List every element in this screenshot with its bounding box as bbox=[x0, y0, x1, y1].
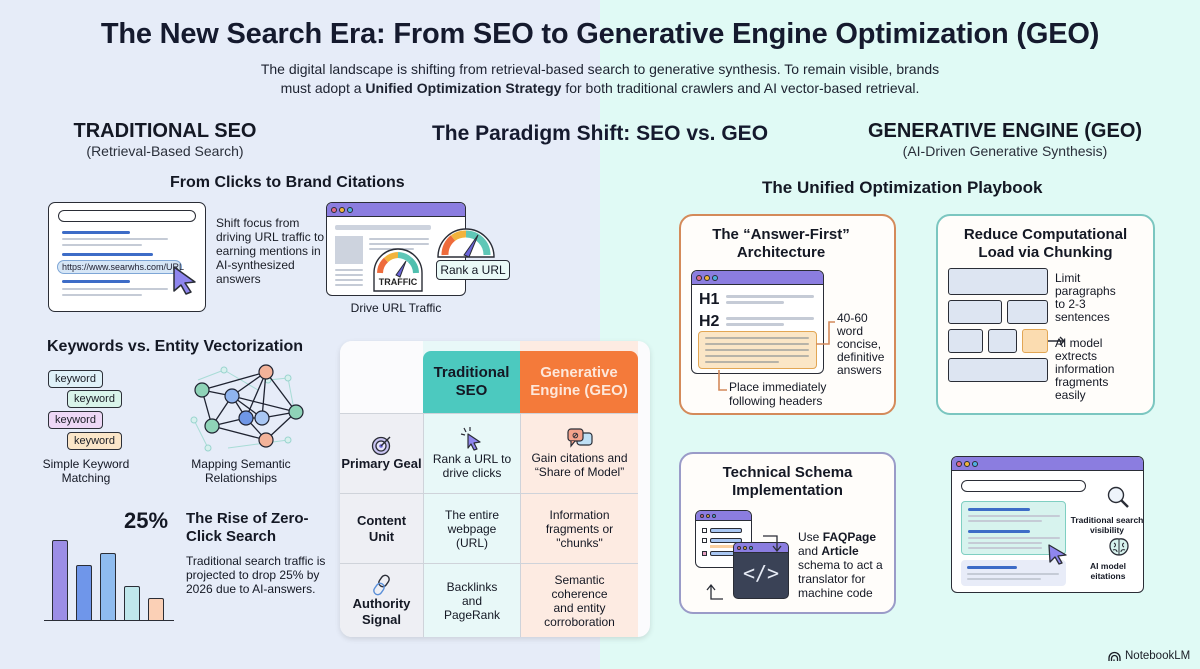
row-label-content-unit: Content Unit bbox=[356, 512, 407, 544]
clicks-caption: Drive URL Traffic bbox=[350, 301, 442, 315]
notebooklm-logo-icon bbox=[1108, 651, 1121, 661]
magnifier-icon bbox=[1107, 486, 1129, 508]
rank-url-badge: Rank a URL bbox=[436, 260, 510, 280]
right-column-header: GENERATIVE ENGINE (GEO) (AI-Driven Gener… bbox=[840, 120, 1170, 159]
svg-text:⊘: ⊘ bbox=[572, 431, 579, 440]
chunk-block bbox=[948, 268, 1048, 295]
url-pill[interactable]: https://www.searwhs.com/URL bbox=[57, 260, 184, 274]
arrow-right-icon bbox=[1048, 336, 1065, 346]
left-heading: TRADITIONAL SEO bbox=[73, 120, 257, 142]
row-label-authority-signal: Authority Signal bbox=[340, 564, 423, 637]
right-subheading: (AI-Driven Generative Synthesis) bbox=[902, 143, 1108, 159]
code-icon: </> bbox=[742, 561, 780, 585]
answer-callout-right: 40-60 word concise, definitive answers bbox=[837, 311, 885, 377]
right-heading: GENERATIVE ENGINE (GEO) bbox=[867, 120, 1143, 142]
subtitle-text-end: for both traditional crawlers and AI vec… bbox=[561, 80, 920, 96]
dual-visibility-browser-mock: Traditional search visibility AI model e… bbox=[951, 456, 1144, 593]
chunking-title: Reduce Computational Load via Chunking bbox=[963, 226, 1128, 261]
chunk-block-highlighted bbox=[1022, 329, 1048, 353]
left-column-header: TRADITIONAL SEO (Retrieval-Based Search) bbox=[20, 120, 310, 159]
keyword-chip: keyword bbox=[48, 370, 103, 388]
traffic-gauge-icon bbox=[373, 248, 423, 292]
chunk-block bbox=[948, 358, 1048, 382]
cell-geo-content-unit: Information fragments or "chunks" bbox=[545, 507, 614, 550]
answer-callout-bottom: Place immediately following headers bbox=[729, 380, 827, 408]
keyword-chip: keyword bbox=[67, 432, 122, 450]
keyword-chip: keyword bbox=[48, 411, 103, 429]
answer-first-title: The “Answer-First” Architecture bbox=[712, 226, 850, 261]
brain-icon bbox=[1109, 538, 1129, 556]
chunking-card: Reduce Computational Load via Chunking L… bbox=[936, 214, 1155, 415]
brand-name: NotebookLM bbox=[1125, 650, 1191, 662]
row-label-primary-goal: Primary Geal bbox=[340, 413, 423, 493]
click-cursor-icon bbox=[460, 427, 481, 451]
chunk-block bbox=[948, 300, 1002, 324]
traditional-visibility-label: Traditional search visibility bbox=[1070, 515, 1144, 535]
zero-click-description: Traditional search traffic is projected … bbox=[186, 554, 326, 596]
callout-lines bbox=[718, 321, 835, 391]
entity-caption: Mapping Semantic Relationships bbox=[191, 457, 291, 485]
chat-bubbles-icon: ⊘ bbox=[566, 428, 593, 448]
traffic-gauge-label: TRAFFIC bbox=[378, 277, 418, 287]
chunk-block bbox=[948, 329, 983, 353]
page-title: The New Search Era: From SEO to Generati… bbox=[100, 18, 1100, 50]
search-results-mock: https://www.searwhs.com/URL bbox=[48, 202, 206, 312]
h2-label: H2 bbox=[699, 313, 720, 330]
clicks-description: Shift focus from driving URL traffic to … bbox=[216, 216, 325, 286]
target-icon bbox=[371, 436, 390, 456]
code-window-mock: </> bbox=[733, 542, 789, 599]
h1-label: H1 bbox=[699, 291, 720, 308]
left-subheading: (Retrieval-Based Search) bbox=[86, 143, 244, 159]
keyword-chip: keyword bbox=[67, 390, 122, 408]
chunk-block bbox=[1007, 300, 1048, 324]
playbook-title: The Unified Optimization Playbook bbox=[762, 178, 1043, 197]
cell-seo-content-unit: The entire webpage (URL) bbox=[444, 507, 500, 550]
keyword-caption: Simple Keyword Matching bbox=[42, 457, 130, 485]
schema-card: Technical Schema Implementation </> Use … bbox=[679, 452, 896, 614]
cell-seo-authority-signal: Backlinks and PageRank bbox=[443, 579, 501, 622]
center-heading: The Paradigm Shift: SEO vs. GEO bbox=[431, 122, 769, 145]
zero-click-title: The Rise of Zero-Click Search bbox=[186, 510, 309, 545]
page-subtitle: The digital landscape is shifting from r… bbox=[250, 60, 950, 98]
notebooklm-brand: NotebookLM bbox=[1108, 650, 1190, 662]
rank-gauge-icon bbox=[437, 228, 495, 258]
ai-citations-label: AI model eitations bbox=[1090, 561, 1126, 581]
column-header-seo: Traditional SEO bbox=[423, 351, 520, 413]
keywords-section-title: Keywords vs. Entity Vectorization bbox=[47, 338, 304, 355]
secondary-result bbox=[961, 560, 1066, 586]
cell-seo-primary-goal: Rank a URL to drive clicks bbox=[424, 413, 520, 493]
schema-title: Technical Schema Implementation bbox=[722, 464, 853, 499]
link-icon bbox=[372, 574, 390, 595]
cursor-icon bbox=[173, 266, 196, 295]
schema-description: Use FAQPage and Article schema to act a … bbox=[798, 530, 883, 600]
sync-arrows-icon bbox=[706, 535, 782, 600]
subtitle-text: The digital landscape is shifting from r… bbox=[260, 61, 940, 96]
chunking-note-2: AI model extrects information fragments … bbox=[1055, 336, 1115, 402]
search-bar-icon bbox=[961, 480, 1086, 492]
clicks-section-title: From Clicks to Brand Citations bbox=[170, 174, 405, 191]
column-header-geo: Generative Engine (GEO) bbox=[520, 351, 638, 413]
cursor-icon bbox=[1048, 544, 1067, 565]
answer-block bbox=[698, 331, 817, 369]
zero-click-stat: 25% bbox=[124, 508, 169, 533]
answer-first-page-mock: H1 H2 bbox=[691, 270, 824, 374]
comparison-table: Traditional SEO Generative Engine (GEO) … bbox=[340, 341, 650, 637]
chunk-block bbox=[988, 329, 1017, 353]
cell-geo-authority-signal: Semantic coherence and entity corroborat… bbox=[544, 572, 615, 629]
answer-first-card: The “Answer-First” Architecture H1 H2 40… bbox=[679, 214, 896, 415]
subtitle-bold: Unified Optimization Strategy bbox=[365, 80, 562, 96]
search-bar-icon bbox=[58, 210, 196, 222]
chunking-note-1: Limit paragraphs to 2-3 sentences bbox=[1055, 271, 1116, 324]
entity-network-icon bbox=[190, 364, 304, 452]
cell-geo-primary-goal: ⊘ Gain citations and “Share of Model” bbox=[521, 413, 638, 493]
bar-chart-icon bbox=[44, 540, 174, 621]
